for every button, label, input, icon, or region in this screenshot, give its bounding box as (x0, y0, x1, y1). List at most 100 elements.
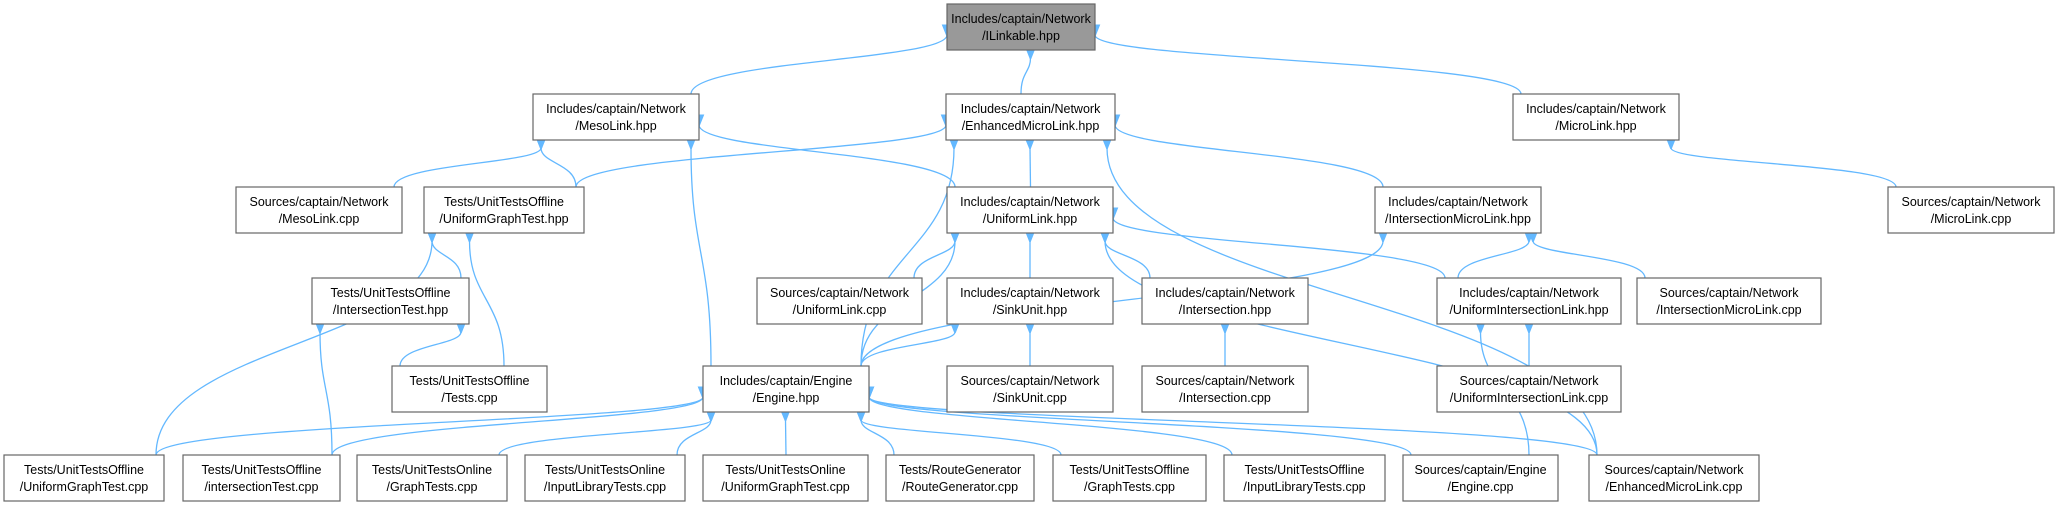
node-uniformlink-hpp[interactable]: Includes/captain/Network/UniformLink.hpp (946, 186, 1114, 234)
node-uniformgraphtest-hpp[interactable]: Tests/UnitTestsOffline/UniformGraphTest.… (423, 186, 585, 234)
node-box (1512, 93, 1680, 141)
node-tests-cpp[interactable]: Tests/UnitTestsOffline/Tests.cpp (391, 365, 548, 413)
node-box (946, 365, 1114, 413)
edge-engine-hpp-includes-mesolink-hpp (691, 148, 712, 367)
node-box (946, 186, 1114, 234)
node-box (1636, 277, 1822, 325)
edge-uniformintersectionlink-hpp-includes-intersectionmicrolink-hpp (1457, 241, 1529, 279)
node-box (702, 365, 870, 413)
edge-uniformgraphtest-hpp-includes-mesolink-hpp (541, 148, 577, 188)
node-label-line1: Sources/captain/Network (770, 286, 910, 300)
edge-on-uniformgraphtest-cpp-includes-engine-hpp (786, 420, 787, 456)
node-mesolink-hpp[interactable]: Includes/captain/Network/MesoLink.hpp (532, 93, 700, 141)
node-label-line1: Tests/UnitTestsOffline (1070, 463, 1190, 477)
node-engine-cpp[interactable]: Sources/captain/Engine/Engine.cpp (1402, 454, 1559, 502)
node-box (885, 454, 1035, 502)
node-label-line2: /SinkUnit.cpp (993, 391, 1067, 405)
node-label-line1: Includes/captain/Network (1388, 195, 1528, 209)
node-intersection-cpp[interactable]: Sources/captain/Network/Intersection.cpp (1141, 365, 1309, 413)
node-intersectiontest-hpp[interactable]: Tests/UnitTestsOffline/IntersectionTest.… (311, 277, 470, 325)
node-label-line2: /EnhancedMicroLink.hpp (962, 119, 1100, 133)
node-label-line2: /UniformGraphTest.hpp (439, 212, 568, 226)
node-label-line2: /InputLibraryTests.cpp (1243, 480, 1365, 494)
node-off-inputlibrarytests-cpp[interactable]: Tests/UnitTestsOffline/InputLibraryTests… (1223, 454, 1386, 502)
edge-on-graphtests-cpp-includes-engine-hpp (498, 420, 711, 456)
node-sinkunit-hpp[interactable]: Includes/captain/Network/SinkUnit.hpp (946, 277, 1114, 325)
node-routegenerator-cpp[interactable]: Tests/RouteGenerator/RouteGenerator.cpp (885, 454, 1035, 502)
node-intersectionmicrolink-cpp[interactable]: Sources/captain/Network/IntersectionMicr… (1636, 277, 1822, 325)
node-box (1588, 454, 1760, 502)
node-label-line2: /UniformLink.cpp (793, 303, 887, 317)
edge-off-inputlibrarytests-cpp-includes-engine-hpp (869, 397, 1233, 456)
node-label-line2: /UniformGraphTest.cpp (20, 480, 149, 494)
edge-intersectiontest-hpp-includes-uniformgraphtest-hpp (432, 241, 462, 279)
node-label-line1: Includes/captain/Network (960, 286, 1100, 300)
edge-uniformlink-hpp-includes-mesolink-hpp (699, 125, 956, 188)
node-intersection-hpp[interactable]: Includes/captain/Network/Intersection.hp… (1141, 277, 1309, 325)
edge-microlink-hpp-includes-ilinkable (1095, 35, 1522, 95)
node-box (1887, 186, 2055, 234)
node-ilinkable[interactable]: Includes/captain/Network/ILinkable.hpp (946, 3, 1096, 51)
node-on-inputlibrarytests-cpp[interactable]: Tests/UnitTestsOnline/InputLibraryTests.… (524, 454, 686, 502)
node-label-line2: /Intersection.hpp (1179, 303, 1271, 317)
node-box (946, 277, 1114, 325)
node-label-line2: /IntersectionTest.hpp (333, 303, 448, 317)
node-label-line2: /ILinkable.hpp (982, 29, 1060, 43)
node-label-line2: /MesoLink.cpp (279, 212, 360, 226)
node-box (756, 277, 923, 325)
node-intersectionmicrolink-hpp[interactable]: Includes/captain/Network/IntersectionMic… (1374, 186, 1542, 234)
node-microlink-cpp[interactable]: Sources/captain/Network/MicroLink.cpp (1887, 186, 2055, 234)
node-label-line1: Sources/captain/Engine (1414, 463, 1546, 477)
node-box (1223, 454, 1386, 502)
node-box (524, 454, 686, 502)
node-box (702, 454, 869, 502)
node-box (235, 186, 403, 234)
node-enhancedmicrolink-cpp[interactable]: Sources/captain/Network/EnhancedMicroLin… (1588, 454, 1760, 502)
edge-off-graphtests-cpp-includes-engine-hpp (861, 420, 1062, 456)
node-label-line1: Tests/UnitTestsOffline (24, 463, 144, 477)
node-mesolink-cpp[interactable]: Sources/captain/Network/MesoLink.cpp (235, 186, 403, 234)
node-label-line2: /Engine.hpp (753, 391, 820, 405)
node-box (1141, 365, 1309, 413)
node-label-line2: /UniformIntersectionLink.cpp (1450, 391, 1608, 405)
edge-off-intersectiontest-cpp-includes-intersectiontest-hpp (320, 332, 333, 456)
node-on-uniformgraphtest-cpp[interactable]: Tests/UnitTestsOnline/UniformGraphTest.c… (702, 454, 869, 502)
node-on-graphtests-cpp[interactable]: Tests/UnitTestsOnline/GraphTests.cpp (356, 454, 508, 502)
edge-intersection-hpp-includes-uniformlink-hpp (1105, 241, 1151, 279)
edge-enhancedmicrolink-cpp-includes-uniformlink-hpp (1105, 241, 1598, 456)
node-enhancedmicrolink-hpp[interactable]: Includes/captain/Network/EnhancedMicroLi… (945, 93, 1116, 141)
node-label-line1: Sources/captain/Network (1605, 463, 1745, 477)
node-label-line1: Sources/captain/Network (1902, 195, 2042, 209)
node-label-line1: Sources/captain/Network (1660, 286, 1800, 300)
node-label-line2: /Engine.cpp (1447, 480, 1513, 494)
node-uniformintersectionlink-hpp[interactable]: Includes/captain/Network/UniformIntersec… (1436, 277, 1622, 325)
node-sinkunit-cpp[interactable]: Sources/captain/Network/SinkUnit.cpp (946, 365, 1114, 413)
node-label-line1: Tests/UnitTestsOnline (545, 463, 665, 477)
node-box (1052, 454, 1207, 502)
node-box (945, 93, 1116, 141)
node-box (356, 454, 508, 502)
node-uniformlink-cpp[interactable]: Sources/captain/Network/UniformLink.cpp (756, 277, 923, 325)
node-label-line1: Tests/UnitTestsOffline (410, 374, 530, 388)
nodes-layer: Includes/captain/Network/ILinkable.hppIn… (3, 3, 2055, 502)
edge-on-inputlibrarytests-cpp-includes-engine-hpp (676, 420, 711, 456)
edge-intersectionmicrolink-hpp-includes-enhancedmicrolink-hpp (1115, 125, 1384, 188)
node-label-line2: /MicroLink.cpp (1931, 212, 2012, 226)
node-engine-hpp[interactable]: Includes/captain/Engine/Engine.hpp (702, 365, 870, 413)
node-label-line1: Includes/captain/Network (951, 12, 1091, 26)
edge-engine-cpp-includes-engine-hpp (869, 397, 1412, 456)
node-off-uniformgraphtest-cpp[interactable]: Tests/UnitTestsOffline/UniformGraphTest.… (3, 454, 165, 502)
node-label-line1: Tests/UnitTestsOffline (1245, 463, 1365, 477)
node-uniformintersectionlink-cpp[interactable]: Sources/captain/Network/UniformIntersect… (1436, 365, 1622, 413)
node-label-line1: Includes/captain/Network (961, 102, 1101, 116)
node-label-line2: /intersectionTest.cpp (205, 480, 319, 494)
node-label-line2: /GraphTests.cpp (386, 480, 477, 494)
node-box (423, 186, 585, 234)
node-label-line1: Tests/UnitTestsOffline (444, 195, 564, 209)
node-microlink-hpp[interactable]: Includes/captain/Network/MicroLink.hpp (1512, 93, 1680, 141)
node-off-graphtests-cpp[interactable]: Tests/UnitTestsOffline/GraphTests.cpp (1052, 454, 1207, 502)
node-off-intersectiontest-cpp[interactable]: Tests/UnitTestsOffline/intersectionTest.… (182, 454, 341, 502)
edge-enhancedmicrolink-cpp-includes-engine-hpp (869, 397, 1598, 456)
node-label-line2: /UniformLink.hpp (983, 212, 1078, 226)
